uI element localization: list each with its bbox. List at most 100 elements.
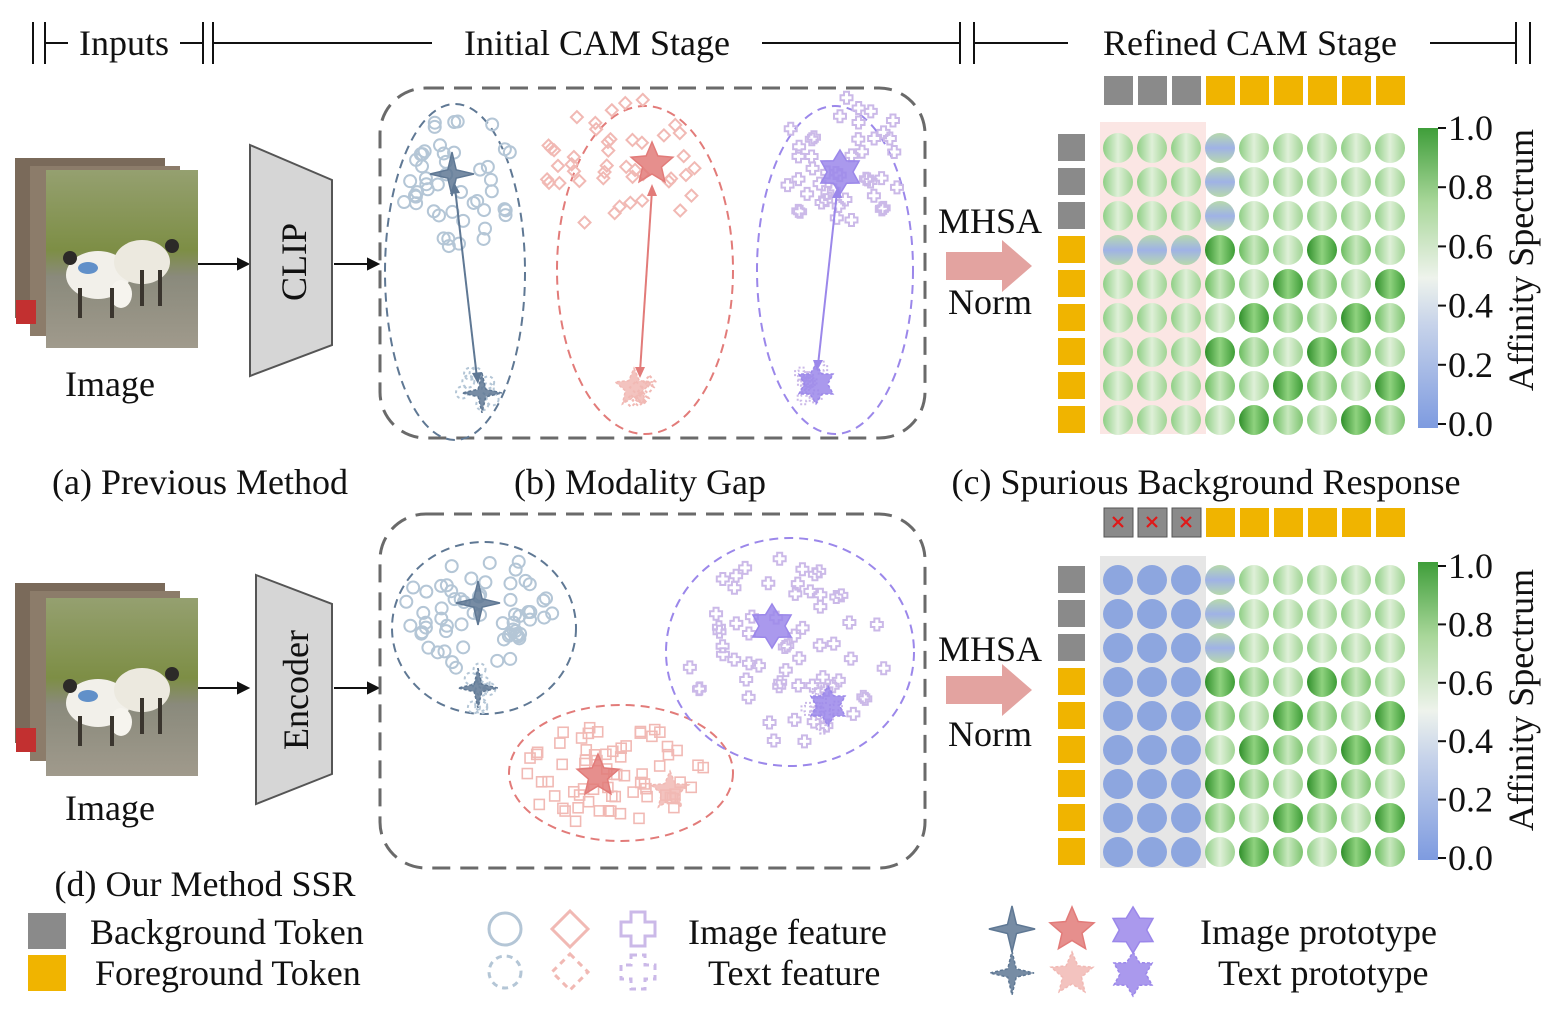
image-feature-cross (887, 144, 902, 159)
affinity-cell (1239, 337, 1269, 367)
image-feature-circle (416, 605, 431, 620)
suppressed-mark (1180, 516, 1192, 528)
row-foreground-token (1058, 338, 1085, 365)
arrow-encoder-to-space (334, 681, 381, 695)
column-foreground-token (1342, 508, 1371, 537)
image-feature-diamond (539, 171, 555, 187)
image-feature-circle (441, 231, 456, 246)
text-feature-square (600, 748, 612, 761)
image-feature-diamond (566, 149, 582, 165)
affinity-cell (1103, 303, 1133, 333)
affinity-cell (1273, 667, 1303, 697)
image-feature-diamond (687, 160, 702, 176)
image-feature-cross (788, 586, 803, 601)
legend-text-prototype-blue (989, 950, 1035, 996)
affinity-cell (1307, 837, 1337, 867)
affinity-cell (1171, 133, 1201, 163)
colorbar-tick-label: 0.4 (1448, 286, 1493, 326)
affinity-cell (1307, 565, 1337, 595)
text-feature-square (671, 744, 683, 757)
affinity-cell (1239, 803, 1269, 833)
column-background-token (1172, 76, 1201, 105)
image-feature-circle (478, 221, 493, 236)
affinity-cell (1171, 667, 1201, 697)
image-feature-circle (508, 607, 523, 622)
image-feature-cross (783, 121, 798, 136)
text-feature-square (579, 757, 591, 770)
encoder-block (255, 573, 333, 806)
row-foreground-token (1058, 736, 1085, 763)
affinity-cell (1137, 701, 1167, 731)
affinity-cell (1273, 133, 1303, 163)
image-feature-circle (536, 593, 551, 608)
affinity-cell (1103, 701, 1133, 731)
arrow-image-to-clip (198, 257, 251, 271)
affinity-cell (1341, 133, 1371, 163)
image-feature-cross (863, 174, 878, 189)
affinity-cell (1375, 167, 1405, 197)
affinity-cell (1341, 337, 1371, 367)
affinity-cell (1171, 405, 1201, 435)
image-feature-cross (858, 171, 873, 186)
affinity-cell (1375, 803, 1405, 833)
affinity-cell (1205, 701, 1235, 731)
colorbar-top: 1.00.80.60.40.20.0 (1418, 108, 1493, 444)
affinity-cell (1307, 167, 1337, 197)
image-feature-circle (421, 640, 436, 655)
affinity-cell (1205, 837, 1235, 867)
image-feature-cross (766, 733, 781, 748)
affinity-cell (1341, 303, 1371, 333)
affinity-cell (1205, 201, 1235, 231)
header-refined-cam-stage: Refined CAM Stage (1103, 23, 1397, 63)
affinity-cell (1307, 371, 1337, 401)
affinity-cell (1137, 599, 1167, 629)
row-foreground-token (1058, 406, 1085, 433)
image-feature-cross (829, 590, 844, 605)
image-feature-cross (806, 714, 821, 729)
image-feature-cross (851, 100, 866, 115)
image-feature-circle (498, 203, 513, 218)
affinity-cell (1137, 269, 1167, 299)
mhsa-label-bottom: MHSA (938, 629, 1042, 669)
column-foreground-token (1240, 508, 1269, 537)
legend-image-prototype-purple (1111, 905, 1155, 955)
row-foreground-token (1058, 304, 1085, 331)
affinity-cell (1103, 667, 1133, 697)
image-feature-cross (869, 617, 884, 632)
image-feature-diamond (550, 158, 566, 174)
affinity-cell (1137, 735, 1167, 765)
image-feature-cross (874, 201, 889, 216)
affinity-cell (1307, 133, 1337, 163)
image-feature-diamond (635, 92, 651, 108)
image-feature-cross (876, 125, 891, 140)
affinity-cell (1273, 599, 1303, 629)
affinity-cell (1273, 769, 1303, 799)
image-feature-cross (741, 656, 756, 671)
affinity-cell (1205, 371, 1235, 401)
image-feature-circle (497, 142, 512, 157)
affinity-cell (1273, 303, 1303, 333)
image-feature-diamond (600, 143, 616, 158)
text-prototype-blue (462, 373, 502, 413)
image-prototype-blue (429, 151, 475, 197)
colorbar-tick-label: 0.0 (1448, 838, 1493, 878)
image-feature-circle (478, 575, 493, 590)
image-feature-cross (866, 188, 881, 203)
text-feature-square (685, 781, 698, 794)
legend (28, 904, 1155, 998)
text-prototype-purple (797, 362, 835, 406)
image-feature-circle (521, 605, 536, 620)
input-image-stack-bottom (15, 583, 198, 776)
text-feature-square (530, 748, 543, 761)
cluster-ellipse-purple-top (756, 105, 914, 435)
affinity-cell (1273, 803, 1303, 833)
colorbar-bottom: 1.00.80.60.40.20.0 (1418, 546, 1493, 878)
image-feature-cross (744, 609, 759, 624)
affinity-cell (1103, 337, 1133, 367)
column-foreground-token (1274, 76, 1303, 105)
image-feature-circle (477, 203, 492, 218)
affinity-cell (1239, 371, 1269, 401)
image-feature-cross (792, 651, 807, 666)
affinity-cell (1137, 667, 1167, 697)
text-feature-square (633, 812, 645, 825)
